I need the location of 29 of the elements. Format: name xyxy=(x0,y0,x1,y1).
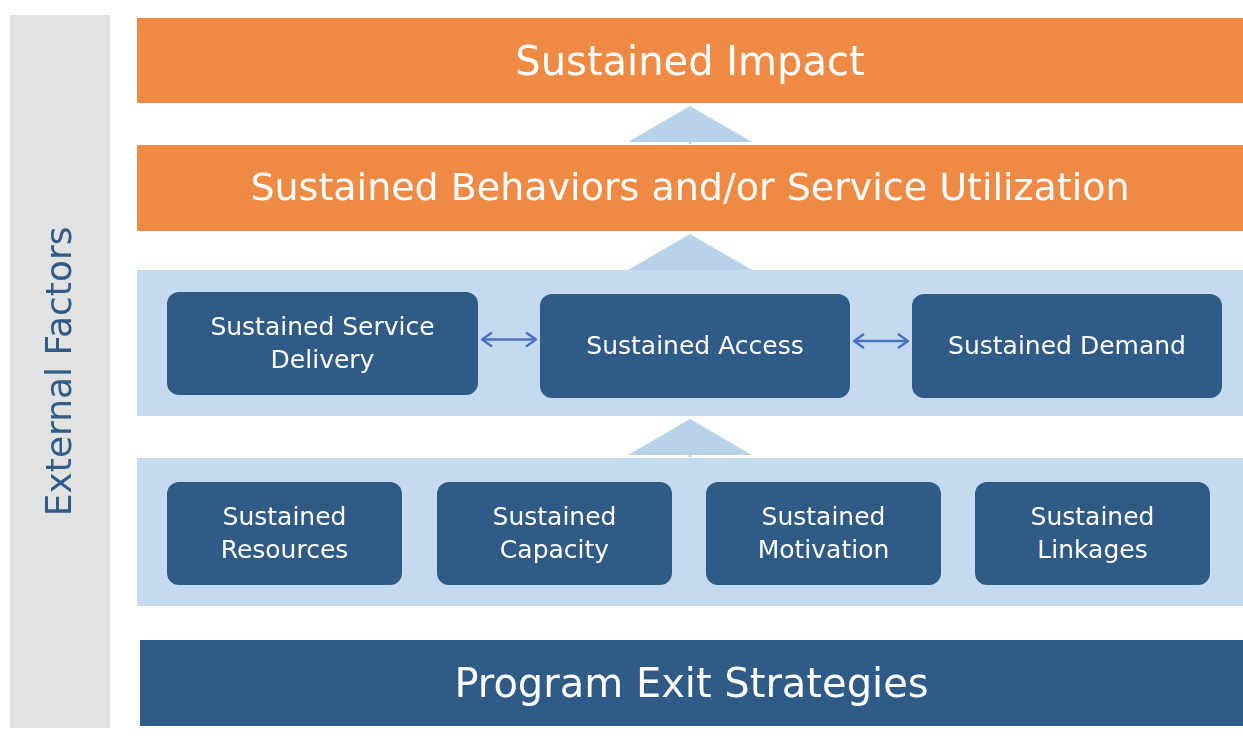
box-label: Sustained Demand xyxy=(948,329,1186,362)
level-band xyxy=(137,270,1243,416)
factor-box xyxy=(912,294,1222,398)
chevron-arrow xyxy=(628,234,752,270)
box-label: Sustained Service Delivery xyxy=(209,311,436,376)
level-bar xyxy=(137,145,1243,231)
level-bar xyxy=(140,640,1243,726)
box-label: Sustained Capacity xyxy=(491,501,618,566)
level-label: Sustained Behaviors and/or Service Utilization xyxy=(250,164,1130,212)
box-label: Sustained Linkages xyxy=(1029,501,1156,566)
double-arrow xyxy=(480,331,538,348)
side-band xyxy=(10,15,110,728)
factor-box xyxy=(540,294,850,398)
level-band xyxy=(137,458,1243,606)
side-label: External Factors xyxy=(37,226,81,517)
chevron-arrow xyxy=(628,419,752,457)
level-label: Sustained Impact xyxy=(515,36,865,86)
factor-box xyxy=(706,482,941,585)
box-label: Sustained Motivation xyxy=(756,501,891,566)
factor-box xyxy=(975,482,1210,585)
level-label: Program Exit Strategies xyxy=(454,659,929,708)
factor-box xyxy=(167,482,402,585)
factor-box xyxy=(437,482,672,585)
chevron-arrow xyxy=(628,106,752,144)
level-bar xyxy=(137,18,1243,103)
double-arrow xyxy=(852,332,910,350)
box-label: Sustained Resources xyxy=(219,501,350,566)
box-label: Sustained Access xyxy=(586,329,804,362)
factor-box xyxy=(167,292,478,395)
